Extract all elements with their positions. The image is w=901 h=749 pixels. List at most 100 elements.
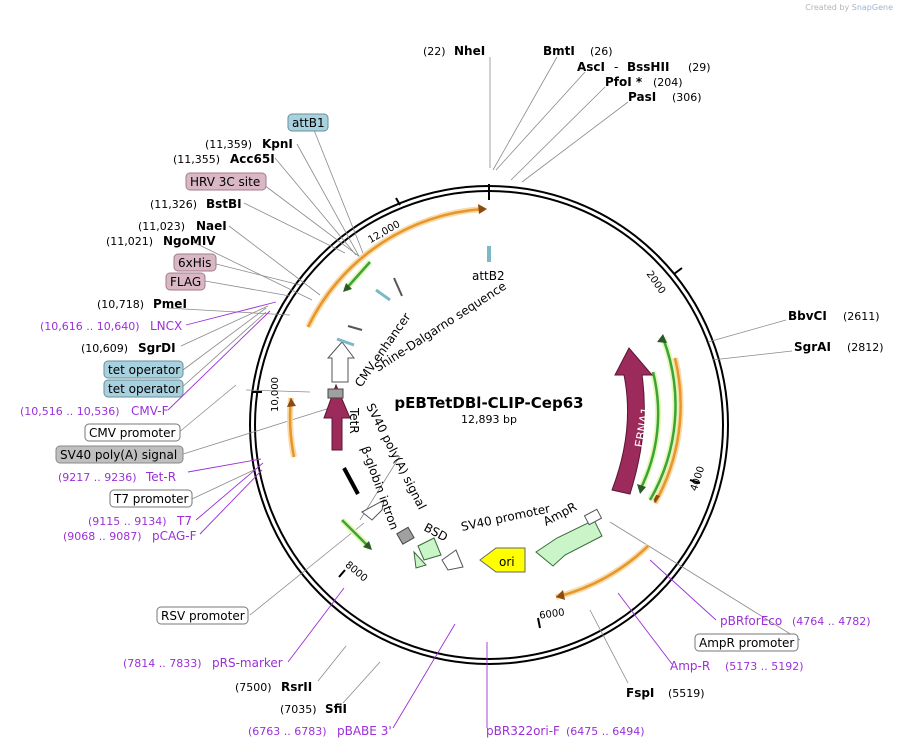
site-position: (204) (653, 76, 683, 89)
primer-range: (9115 .. 9134) (88, 515, 167, 528)
feature-flag: FLAG (170, 275, 201, 289)
site-separator: - (614, 60, 618, 74)
feature-attb1: attB1 (292, 116, 325, 130)
cmv-promoter-arrow (326, 341, 355, 383)
primer-amp-r: Amp-R (670, 659, 710, 673)
tet-operator-marks (336, 288, 391, 347)
attb2-mark (487, 246, 491, 262)
ampr-arrow (535, 519, 603, 567)
primer-pbrforeco: pBRforEco (720, 614, 782, 628)
sv40pa-box (327, 388, 344, 399)
primer-range: (9217 .. 9236) (58, 471, 137, 484)
primer-range: (4764 .. 4782) (792, 615, 871, 628)
plasmid-length: 12,893 bp (461, 413, 517, 426)
primer-prs-marker: pRS-marker (212, 656, 283, 670)
site-naei: NaeI (196, 219, 227, 233)
site-position: (22) (423, 45, 446, 58)
feature-cmv-promoter: CMV promoter (89, 426, 176, 440)
feature-tet-operator: tet operator (108, 382, 180, 396)
feature-6xhis: 6xHis (178, 256, 211, 270)
site-position: (29) (688, 61, 711, 74)
sv40-promoter-arrow (441, 549, 464, 571)
primers: (10,616 .. 10,640) LNCX (10,516 .. 10,53… (20, 319, 871, 738)
feature-t7-promoter: T7 promoter (113, 492, 189, 506)
primer-range: (9068 .. 9087) (63, 530, 142, 543)
primer-range: (5173 .. 5192) (725, 660, 804, 673)
site-position: (11,023) (138, 220, 185, 233)
site-kpni: KpnI (262, 137, 293, 151)
site-pmei: PmeI (153, 297, 187, 311)
primer-leader-lines (167, 301, 717, 729)
green-arcs (339, 260, 679, 551)
ebna1-arrow (611, 347, 654, 495)
site-position: (11,355) (173, 153, 220, 166)
ori-label: ori (499, 555, 515, 569)
site-position: (7500) (235, 681, 272, 694)
tick-label: 10,000 (270, 377, 281, 412)
ebna1-label: EBNA1 (632, 406, 653, 448)
ori-arrow (479, 547, 526, 573)
site-asci: AscI (577, 60, 605, 74)
site-sgrai: SgrAI (794, 340, 831, 354)
site-position: (26) (590, 45, 613, 58)
site-nhei: NheI (454, 44, 485, 58)
primer-pbr322ori-f: pBR322ori-F (486, 724, 560, 738)
site-fspi: FspI (626, 686, 654, 700)
tetr-label: TetR (347, 407, 361, 434)
tick-marks (252, 184, 701, 629)
site-acc65i: Acc65I (230, 152, 275, 166)
site-position: (306) (672, 91, 702, 104)
primer-tet-r: Tet-R (145, 470, 176, 484)
site-position: (11,359) (205, 138, 252, 151)
primer-range: (10,516 .. 10,536) (20, 405, 120, 418)
feature-boxes: attB1 HRV 3C site 6xHis FLAG tet operato… (55, 113, 799, 652)
site-position: (10,609) (81, 342, 128, 355)
site-bstbi: BstBI (206, 197, 242, 211)
primer-pbabe3: pBABE 3' (337, 724, 392, 738)
beta-globin-bar (342, 467, 360, 495)
feature-ampr-promoter: AmpR promoter (699, 636, 794, 650)
attb2-label: attB2 (472, 269, 505, 283)
site-bmti: BmtI (543, 44, 575, 58)
site-position: (2611) (843, 310, 880, 323)
feature-sv40pa: SV40 poly(A) signal (60, 448, 177, 462)
site-sgrdi: SgrDI (138, 341, 176, 355)
site-position: (5519) (668, 687, 705, 700)
credit-brand: SnapGene (851, 3, 893, 12)
orange-arcs (287, 206, 684, 600)
feature-tet-operator: tet operator (108, 363, 180, 377)
orange-arrowheads (287, 204, 660, 600)
site-pasi: PasI (628, 90, 656, 104)
site-position: (11,326) (150, 198, 197, 211)
site-bbvci: BbvCI (788, 309, 827, 323)
sv40-promoter-label: SV40 promoter (460, 501, 552, 534)
small-feature-marks (347, 277, 403, 331)
site-bsshii: BssHII (627, 60, 669, 74)
primer-cmv-f: CMV-F (131, 404, 169, 418)
site-leader-lines (165, 56, 801, 704)
feature-rsv-promoter: RSV promoter (161, 609, 245, 623)
inner-features (323, 246, 654, 573)
tick-label: 2000 (644, 269, 668, 296)
primer-pcag-f: pCAG-F (152, 529, 197, 543)
site-position: (11,021) (106, 235, 153, 248)
primer-range: (7814 .. 7833) (123, 657, 202, 670)
site-position: (7035) (280, 703, 317, 716)
primer-range: (6475 .. 6494) (566, 725, 645, 738)
t7-arrow (361, 499, 385, 521)
ampr-promoter-box (583, 508, 603, 526)
site-sfii: SfiI (325, 702, 347, 716)
site-pfoi: PfoI * (605, 75, 643, 89)
bsd-label: BSD (422, 520, 451, 544)
bsd-box (396, 526, 415, 545)
tick-label: 4000 (689, 465, 707, 493)
restriction-sites: (22) NheI BmtI (26) AscI - BssHII (29) P… (81, 44, 884, 716)
bsd-arrow (413, 537, 442, 569)
primer-range: (10,616 .. 10,640) (40, 320, 140, 333)
plasmid-name: pEBTetDBl-CLIP-Cep63 (394, 394, 583, 412)
primer-lncx: LNCX (150, 319, 182, 333)
site-position: (10,718) (97, 298, 144, 311)
credit-prefix: Created by (805, 3, 850, 12)
site-rsrii: RsrII (281, 680, 312, 694)
